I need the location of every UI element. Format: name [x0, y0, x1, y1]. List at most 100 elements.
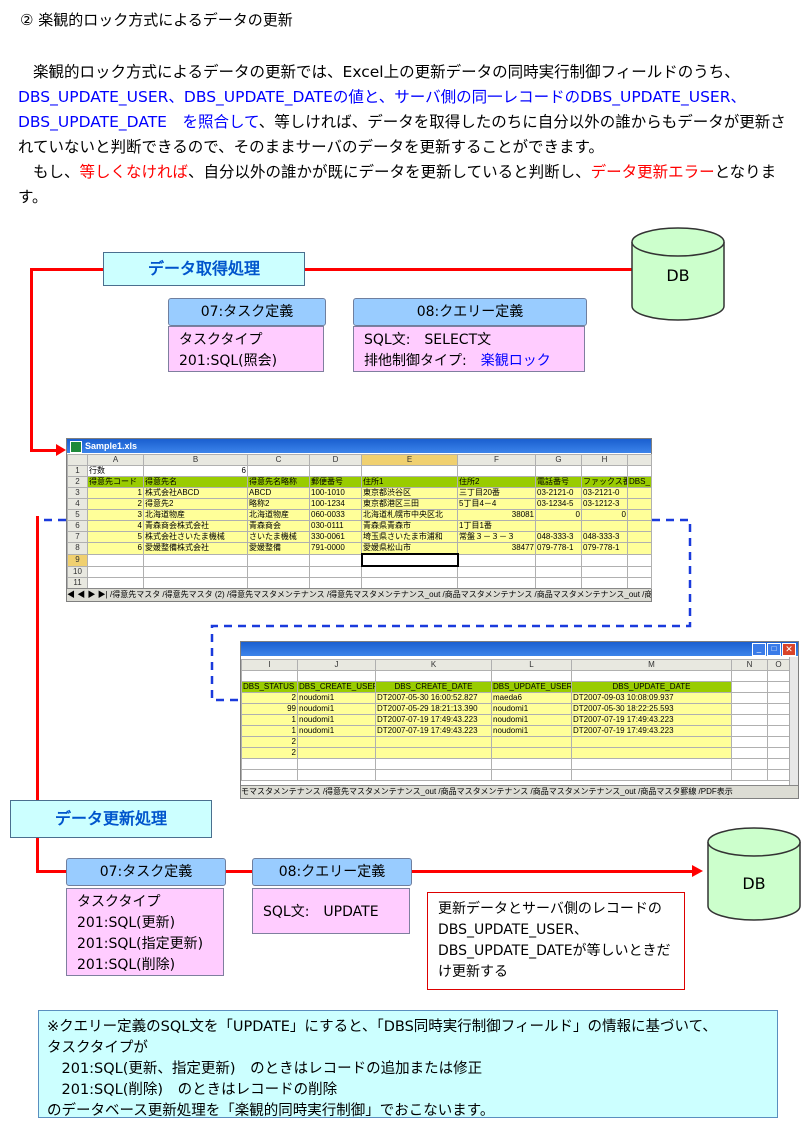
cell[interactable]: 2 [241, 692, 298, 704]
col-header[interactable]: A [87, 454, 144, 466]
cell[interactable]: 埼玉県さいたま市浦和 [361, 531, 458, 543]
col-header[interactable]: J [297, 659, 376, 671]
cell[interactable]: 03-1212-3 [581, 498, 628, 510]
cell[interactable]: 5 [87, 531, 144, 543]
cell[interactable]: 6 [87, 542, 144, 555]
cell[interactable]: noudomi1 [491, 725, 572, 737]
row-header[interactable]: 11 [67, 577, 88, 589]
col-header[interactable]: D [309, 454, 362, 466]
cell[interactable]: 北海道物産 [247, 509, 310, 521]
cell[interactable]: 330-0061 [309, 531, 362, 543]
cell[interactable]: 38081 [457, 509, 536, 521]
cell[interactable]: 1 [241, 725, 298, 737]
cell[interactable]: 三丁目20番 [457, 487, 536, 499]
cell[interactable]: 99 [241, 703, 298, 715]
cell[interactable]: 03-2121-0 [535, 487, 582, 499]
cell[interactable]: 愛媛整備 [247, 542, 310, 555]
cell[interactable]: DT2007-07-19 17:49:43.223 [375, 714, 492, 726]
cell[interactable] [535, 520, 582, 532]
col-header[interactable]: L [491, 659, 572, 671]
cell[interactable]: noudomi1 [297, 692, 376, 704]
cell[interactable] [581, 520, 628, 532]
cell[interactable]: 2 [241, 736, 298, 748]
header-cell[interactable]: 得意先名 [143, 476, 248, 488]
cell[interactable]: 100-1234 [309, 498, 362, 510]
cell[interactable]: 略称2 [247, 498, 310, 510]
row-header[interactable]: 3 [67, 487, 88, 499]
cell[interactable]: 2 [241, 747, 298, 759]
header-cell[interactable]: 電話番号 [535, 476, 582, 488]
header-cell[interactable]: DBS_CREATE_USER [297, 681, 376, 693]
cell[interactable]: DT2007-07-19 17:49:43.223 [571, 714, 732, 726]
cell[interactable]: 38477 [457, 542, 536, 555]
header-cell[interactable]: ファックス番 [581, 476, 628, 488]
cell[interactable]: 048-333-3 [581, 531, 628, 543]
header-cell[interactable]: DBS_STATUS [241, 681, 298, 693]
row-header[interactable]: 6 [67, 520, 88, 532]
row-header[interactable]: 9 [67, 553, 88, 567]
cell[interactable]: DT2007-07-19 17:49:43.223 [571, 725, 732, 737]
maximize-icon[interactable]: □ [767, 643, 781, 656]
row-header[interactable]: 4 [67, 498, 88, 510]
cell[interactable]: さいたま機械 [247, 531, 310, 543]
sheet-tabs-2[interactable]: モマスタメンテナンス /得意先マスタメンテナンス_out /商品マスタメンテナン… [241, 785, 798, 798]
col-header[interactable]: F [457, 454, 536, 466]
close-icon[interactable]: ✕ [782, 643, 796, 656]
row-header[interactable]: 2 [67, 476, 88, 488]
cell[interactable]: 愛媛整備株式会社 [143, 542, 248, 555]
cell[interactable]: 791-0000 [309, 542, 362, 555]
cell[interactable]: 1丁目1番 [457, 520, 536, 532]
col-header[interactable]: N [731, 659, 768, 671]
header-cell[interactable]: 得意先名略称 [247, 476, 310, 488]
vertical-scrollbar[interactable] [789, 657, 798, 786]
cell[interactable]: 得意先2 [143, 498, 248, 510]
cell[interactable]: 株式会社ABCD [143, 487, 248, 499]
col-header[interactable]: C [247, 454, 310, 466]
cell[interactable]: 048-333-3 [535, 531, 582, 543]
cell[interactable]: 行数 [87, 465, 144, 477]
cell[interactable]: 株式会社さいたま機械 [143, 531, 248, 543]
row-header[interactable]: 1 [67, 465, 88, 477]
header-cell[interactable]: 郵便番号 [309, 476, 362, 488]
col-header[interactable]: B [143, 454, 248, 466]
header-cell[interactable]: 得意先コード [87, 476, 144, 488]
cell[interactable]: 青森県青森市 [361, 520, 458, 532]
cell[interactable]: ABCD [247, 487, 310, 499]
cell[interactable]: 100-1010 [309, 487, 362, 499]
row-header[interactable]: 8 [67, 542, 88, 555]
col-header[interactable]: H [581, 454, 628, 466]
cell[interactable]: maeda6 [491, 692, 572, 704]
cell[interactable]: 常盤３－３－３ [457, 531, 536, 543]
header-cell[interactable]: DBS_ [627, 476, 652, 488]
selected-cell[interactable] [360, 553, 459, 567]
sheet-tabs-1[interactable]: ◀ ◀ ▶ ▶| /得意先マスタ /得意先マスタ (2) /得意先マスタメンテナ… [67, 588, 651, 601]
row-header[interactable]: 5 [67, 509, 88, 521]
cell[interactable]: DT2007-05-29 18:21:13.390 [375, 703, 492, 715]
cell[interactable]: 060-0033 [309, 509, 362, 521]
header-cell[interactable]: DBS_CREATE_DATE [375, 681, 492, 693]
header-cell[interactable]: DBS_UPDATE_DATE [571, 681, 732, 693]
header-cell[interactable]: DBS_UPDATE_USER [491, 681, 572, 693]
cell[interactable]: noudomi1 [297, 725, 376, 737]
col-header[interactable]: I [241, 659, 298, 671]
cell[interactable]: 6 [143, 465, 248, 477]
cell[interactable]: 4 [87, 520, 144, 532]
cell[interactable]: 079-778-1 [581, 542, 628, 555]
cell[interactable]: 0 [535, 509, 582, 521]
header-cell[interactable]: 住所2 [457, 476, 536, 488]
cell[interactable]: 2 [87, 498, 144, 510]
col-header[interactable]: E [361, 454, 458, 466]
cell[interactable]: 03-1234-5 [535, 498, 582, 510]
cell[interactable]: 東京都渋谷区 [361, 487, 458, 499]
minimize-icon[interactable]: _ [752, 643, 766, 656]
cell[interactable]: 030-0111 [309, 520, 362, 532]
col-header[interactable]: G [535, 454, 582, 466]
row-header[interactable]: 7 [67, 531, 88, 543]
cell[interactable]: 03-2121-0 [581, 487, 628, 499]
cell[interactable]: DT2007-05-30 18:22:25.593 [571, 703, 732, 715]
cell[interactable]: 1 [241, 714, 298, 726]
cell[interactable]: 青森商会 [247, 520, 310, 532]
header-cell[interactable]: 住所1 [361, 476, 458, 488]
col-header[interactable]: M [571, 659, 732, 671]
cell[interactable]: 3 [87, 509, 144, 521]
